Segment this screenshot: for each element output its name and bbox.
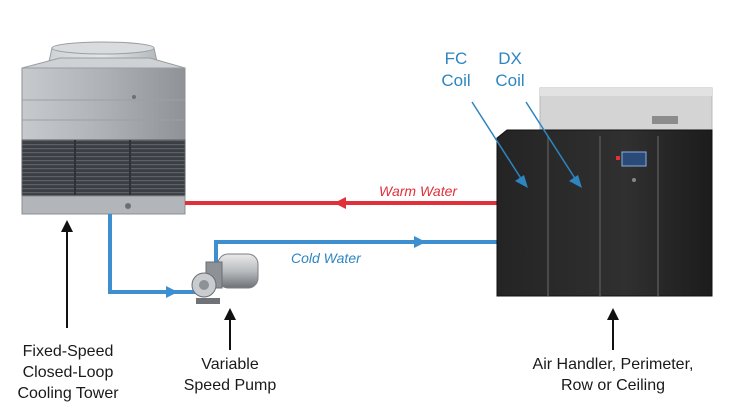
fc-coil-label: FC Coil	[436, 48, 476, 92]
cooling-tower-label-line-3: Cooling Tower	[17, 385, 119, 402]
cooling-tower-label-line-1: Fixed-Speed	[22, 343, 114, 360]
warm-water-arrow	[334, 197, 346, 209]
pump-motor	[217, 253, 259, 289]
air-handler-label-line-1: Air Handler, Perimeter,	[532, 356, 694, 373]
warm-water-label: Warm Water	[379, 183, 458, 199]
cold-water-pipe-handler	[214, 240, 497, 262]
coil-pointers	[471, 101, 582, 188]
pump-label-line-1: Variable	[201, 356, 259, 373]
air-handler-label-line-2: Row or Ceiling	[560, 377, 666, 394]
piping	[108, 197, 497, 298]
dx-coil-label-line-1: DX	[498, 49, 522, 68]
cooling-tower-label-line-2: Closed-Loop	[22, 364, 114, 381]
tower-base	[21, 195, 186, 215]
dx-coil-label: DX Coil	[490, 48, 530, 92]
pump-label-line-2: Speed Pump	[183, 377, 277, 394]
dx-coil-label-line-2: Coil	[495, 71, 525, 90]
air-handler-label: Air Handler, Perimeter, Row or Ceiling	[513, 354, 713, 396]
fc-coil-label-line-2: Coil	[441, 71, 471, 90]
pump	[191, 253, 259, 304]
cooling-tower	[21, 41, 186, 215]
pump-label: Variable Speed Pump	[170, 354, 290, 396]
cold-water-pipe-tower	[108, 214, 200, 294]
dx-coil-arrow	[525, 101, 577, 181]
fc-coil-label-line-1: FC	[444, 49, 468, 68]
tower-top-casing	[21, 67, 186, 141]
fc-coil-arrow	[471, 101, 523, 181]
cold-water-label: Cold Water	[291, 250, 361, 266]
tower-louvers	[21, 139, 186, 197]
cooling-tower-label: Fixed-Speed Closed-Loop Cooling Tower	[8, 341, 128, 404]
control-panel	[621, 151, 647, 167]
component-pointers	[61, 220, 619, 350]
tower-fan-top	[51, 41, 155, 55]
cold-water-arrow-handler	[414, 236, 426, 248]
cold-water-arrow-pump	[166, 286, 178, 298]
air-handler	[496, 129, 713, 297]
